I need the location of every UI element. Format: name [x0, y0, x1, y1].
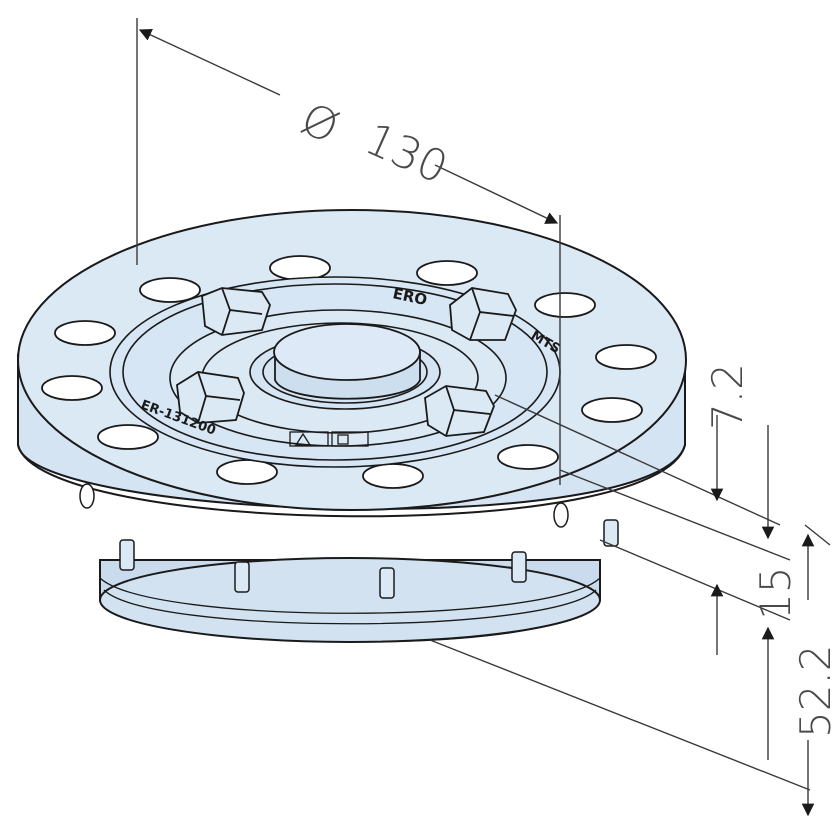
jaw	[176, 371, 245, 424]
extension-line	[494, 394, 781, 526]
lower-body	[99, 519, 619, 643]
warning-symbols	[289, 431, 369, 447]
height-total-value: 52.2	[791, 644, 840, 738]
center-boss	[273, 323, 421, 400]
clamping-jaws	[176, 287, 517, 437]
bolt-holes	[41, 255, 657, 489]
diameter-symbol: Ø	[294, 93, 346, 154]
extension-line	[429, 639, 811, 791]
side-hole	[79, 483, 95, 509]
extension-line	[559, 469, 791, 561]
dimension-line	[138, 29, 281, 96]
jaw	[449, 287, 517, 341]
extension-line	[599, 539, 791, 621]
diameter-value: 130	[358, 113, 455, 194]
extension-line	[804, 524, 831, 546]
lower-studs	[119, 519, 619, 599]
side-hole	[553, 502, 569, 528]
height-dimensions	[429, 394, 831, 817]
height-mid-value: 15	[751, 567, 800, 620]
height-top-value: 7.2	[703, 363, 752, 430]
dimension-line	[434, 164, 559, 224]
diameter-dimension	[136, 18, 561, 485]
